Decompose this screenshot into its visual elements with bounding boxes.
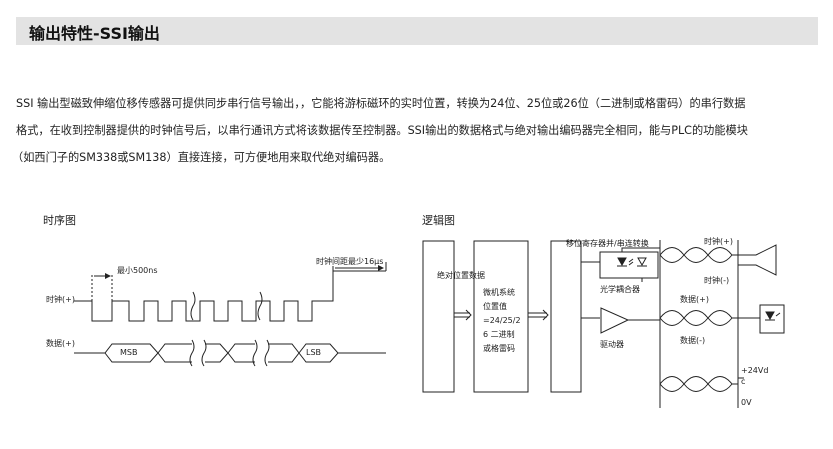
description-line-1: SSI 输出型磁致伸缩位移传感器可提供同步串行信号输出，，它能将游标磁环的实时位… <box>16 97 746 110</box>
microsystem-line-3: =24/25/2 <box>483 316 521 325</box>
timing-diagram <box>74 262 387 367</box>
optocoupler-label: 光学耦合器 <box>600 285 640 294</box>
logic-diagram <box>422 240 785 408</box>
timing-clock-label: 时钟(+) <box>46 295 75 304</box>
absolute-position-label: 绝对位置数据 <box>437 271 485 280</box>
logic-data-minus-label: 数据(-) <box>680 336 706 345</box>
logic-data-plus-label: 数据(+) <box>680 295 709 304</box>
description-paragraph: SSI 输出型磁致伸缩位移传感器可提供同步串行信号输出，，它能将游标磁环的实时位… <box>12 90 820 171</box>
msb-label: MSB <box>120 348 138 357</box>
ground-label: 0V <box>741 398 752 407</box>
driver-label: 驱动器 <box>600 340 624 349</box>
section-header-bar: 输出特性-SSI输出 <box>16 17 818 45</box>
clock-waveform <box>74 270 386 322</box>
microsystem-line-1: 微机系统 <box>483 288 515 297</box>
supply-suffix-label: c <box>741 377 746 386</box>
shift-register-box <box>550 240 582 393</box>
min-pulse-label: 最小500ns <box>117 266 158 275</box>
microsystem-line-5: 或格雷码 <box>483 344 515 353</box>
data-waveform <box>74 343 159 363</box>
lsb-label: LSB <box>306 348 322 357</box>
supply-label: +24Vd <box>741 366 769 375</box>
description-line-2: 格式，在收到控制器提供的时钟信号后，以串行通讯方式将该数据传至控制器。SSI输出… <box>16 124 748 137</box>
description-line-3: （如西门子的SM338或SM138）直接连接，可方便地用来取代绝对编码器。 <box>12 151 391 164</box>
clock-output-driver <box>738 244 777 276</box>
timing-data-label: 数据(+) <box>46 339 75 348</box>
optocoupler-box <box>599 251 659 279</box>
microsystem-line-4: 6 二进制 <box>483 330 515 339</box>
receiver-optocoupler <box>759 304 785 334</box>
microsystem-box <box>473 240 529 393</box>
timing-diagram-title: 时序图 <box>43 214 76 227</box>
logic-clock-plus-label: 时钟(+) <box>704 237 733 246</box>
logic-clock-minus-label: 时钟(-) <box>704 276 730 285</box>
microsystem-line-2: 位置值 <box>483 302 507 311</box>
section-title: 输出特性-SSI输出 <box>29 24 160 43</box>
logic-diagram-title: 逻辑图 <box>422 214 455 227</box>
clock-gap-label: 时钟间距最少16μs <box>316 257 384 266</box>
driver-triangle <box>600 307 630 334</box>
input-box <box>422 240 455 393</box>
shift-register-label: 移位寄存器并/串连转换 <box>566 239 649 248</box>
